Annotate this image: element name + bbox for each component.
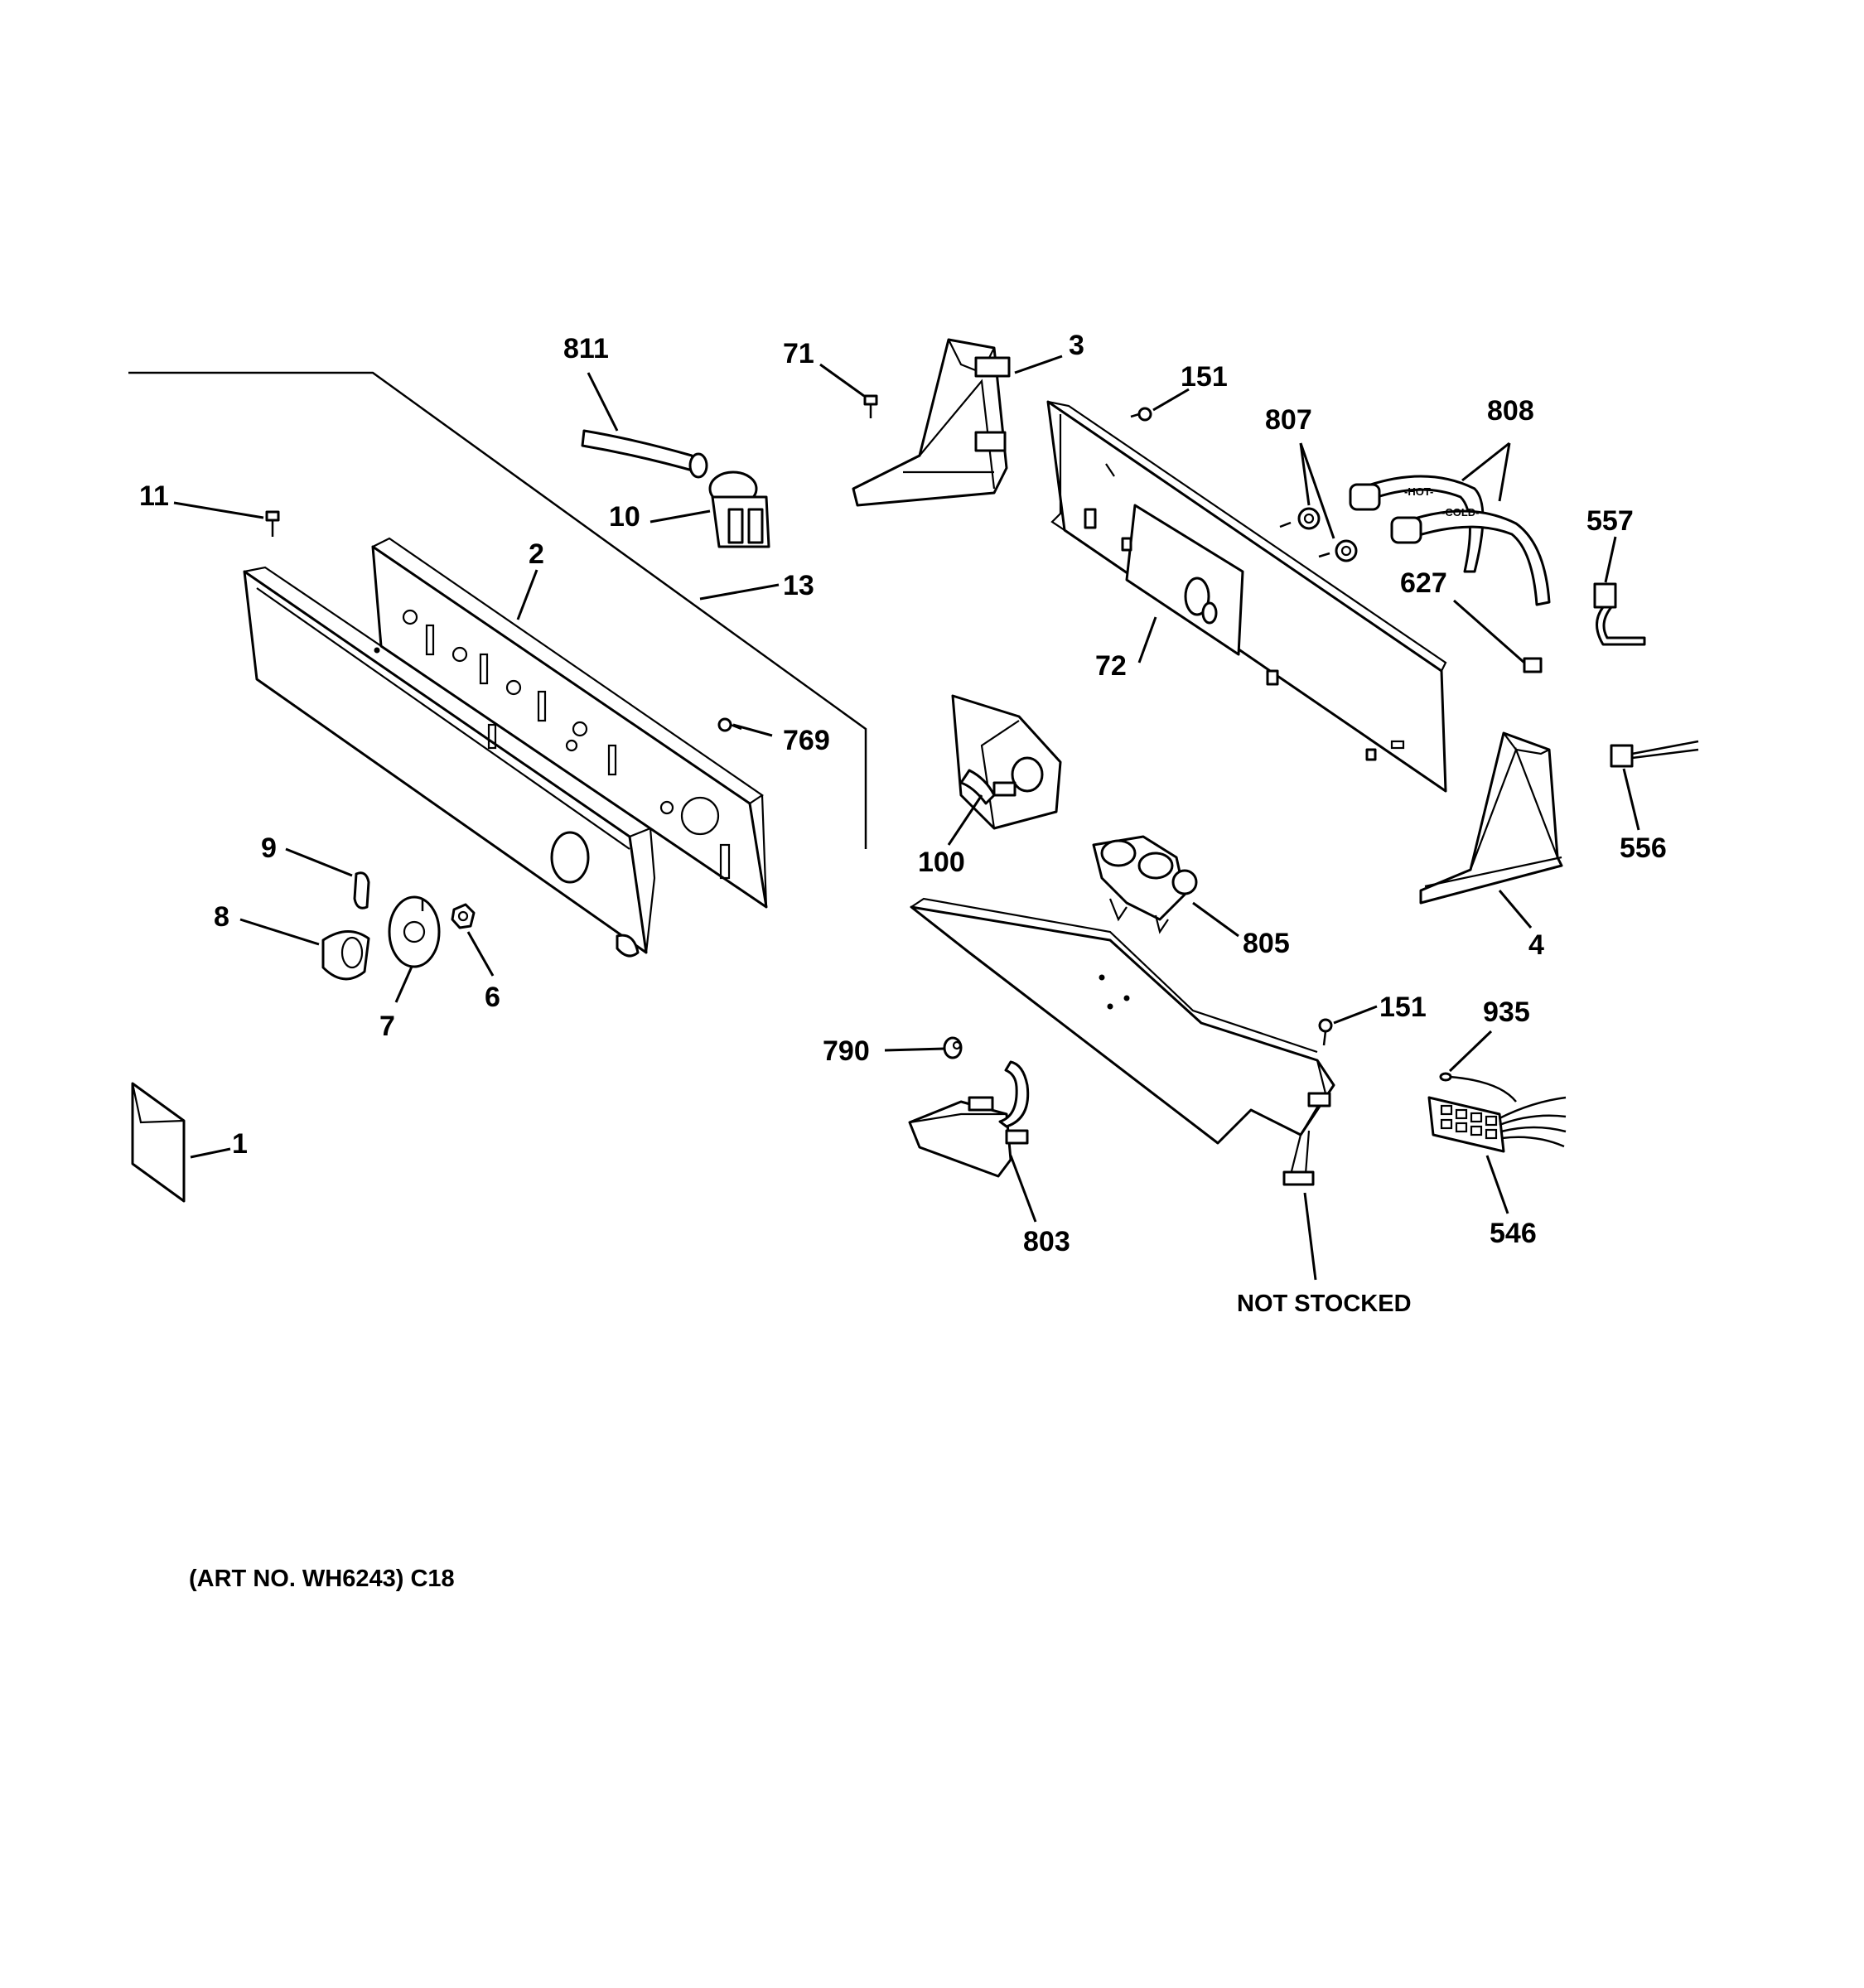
part-811-hose	[581, 429, 708, 479]
label-72: 72	[1095, 650, 1127, 682]
label-790: 790	[823, 1035, 870, 1067]
part-151-screw-upper	[1130, 407, 1152, 422]
part-6-nut	[451, 903, 476, 929]
label-71: 71	[783, 338, 814, 369]
label-13: 13	[783, 570, 814, 601]
label-557: 557	[1586, 505, 1634, 537]
part-935-wire	[1439, 1072, 1517, 1103]
label-811: 811	[563, 333, 609, 364]
cold-hose-marking: -COLD-	[1441, 506, 1480, 519]
part-1-envelope	[131, 1082, 186, 1203]
label-8: 8	[214, 901, 229, 933]
part-556-plug	[1610, 740, 1699, 768]
label-627: 627	[1400, 567, 1447, 599]
label-7: 7	[379, 1011, 395, 1042]
label-100: 100	[918, 847, 965, 878]
part-labels: 811 71 3 151 807 808 11 10 2 13 557 627 …	[139, 330, 1667, 1592]
label-9: 9	[261, 832, 277, 864]
base-panel-not-stocked	[910, 897, 1335, 1186]
label-3: 3	[1069, 330, 1084, 361]
part-808-fill-hoses: -HOT- -COLD-	[1349, 475, 1551, 606]
label-769: 769	[783, 725, 830, 756]
part-4-end-cap	[1419, 731, 1563, 905]
label-935: 935	[1483, 996, 1530, 1028]
label-556: 556	[1620, 832, 1667, 864]
part-11-screw	[265, 510, 280, 537]
label-2: 2	[529, 538, 544, 570]
group-13-bracket	[128, 371, 867, 849]
part-13-control-panel	[243, 566, 656, 958]
part-557-harness	[1593, 582, 1646, 646]
part-627-connector	[1523, 657, 1543, 673]
part-807-washers	[1279, 507, 1358, 562]
leader-lines	[173, 355, 1640, 1281]
hot-hose-marking: -HOT-	[1404, 485, 1433, 498]
part-3-end-cap	[852, 338, 1011, 507]
part-7-dial	[388, 895, 441, 968]
part-9-clip	[353, 871, 370, 910]
label-10: 10	[609, 501, 640, 533]
part-72-rear-panel	[1046, 400, 1447, 793]
part-100-timer	[951, 694, 1062, 830]
part-151-screw-lower	[1318, 1018, 1333, 1046]
label-4: 4	[1528, 929, 1544, 961]
label-807: 807	[1265, 404, 1312, 436]
part-2-backsplash	[371, 537, 768, 909]
art-number-caption: (ART NO. WH6243) C18	[189, 1566, 455, 1592]
part-790-clamp	[943, 1036, 963, 1059]
part-71-screw	[863, 394, 878, 418]
label-1: 1	[232, 1128, 248, 1160]
label-151-upper: 151	[1181, 361, 1228, 393]
label-not-stocked: NOT STOCKED	[1237, 1291, 1412, 1317]
part-8-knob	[321, 930, 370, 981]
label-151-lower: 151	[1379, 992, 1427, 1023]
label-805: 805	[1243, 928, 1290, 959]
label-11: 11	[139, 480, 169, 512]
part-546-wire-harness	[1427, 1096, 1567, 1153]
part-769-screw	[717, 717, 742, 732]
label-803: 803	[1023, 1226, 1070, 1257]
part-805-water-valve	[1092, 835, 1198, 934]
label-808: 808	[1487, 395, 1534, 427]
part-803-bracket	[908, 1060, 1030, 1178]
label-6: 6	[485, 982, 500, 1013]
part-10-pressure-switch	[708, 470, 770, 548]
label-546: 546	[1490, 1218, 1537, 1249]
